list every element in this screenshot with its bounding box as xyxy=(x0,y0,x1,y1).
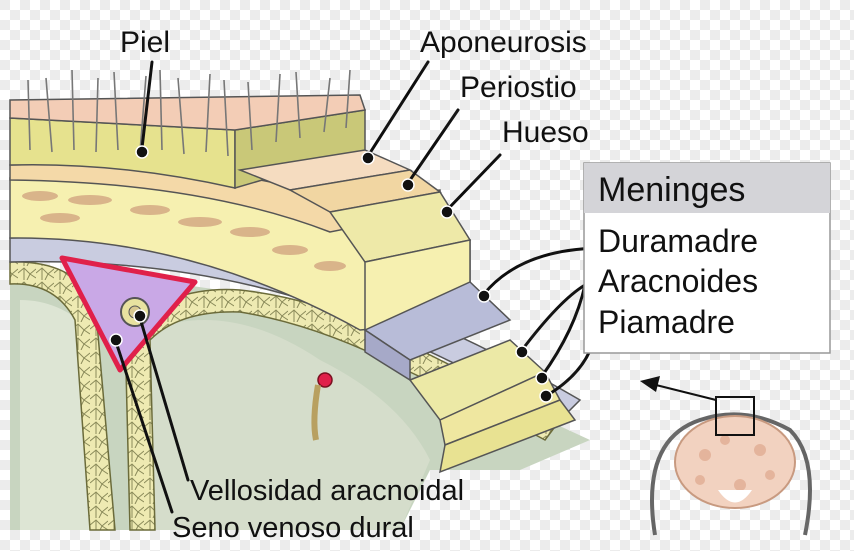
pointer-lines xyxy=(109,60,600,514)
label-dural-venous-sinus: Seno venoso dural xyxy=(172,512,414,544)
meninges-item-arachnoid: Aracnoides xyxy=(598,263,758,299)
label-aponeurosis: Aponeurosis xyxy=(420,26,587,59)
meninges-item-dura: Duramadre xyxy=(598,223,758,259)
label-arachnoid-villus: Vellosidad aracnoidal xyxy=(190,475,464,507)
meninges-title: Meninges xyxy=(598,171,745,209)
pia-block-2 xyxy=(439,399,577,474)
meninges-item-pia: Piamadre xyxy=(598,304,735,340)
meninges-box-header xyxy=(584,163,830,213)
arachnoid-meshwork-left xyxy=(9,261,116,531)
label-skin: Piel xyxy=(120,26,170,59)
label-bone: Hueso xyxy=(502,116,589,149)
vessel xyxy=(317,372,333,388)
hair-strands xyxy=(27,69,351,157)
skin-tissue-layer xyxy=(9,117,236,189)
zoom-frame xyxy=(715,396,755,436)
brain-section-inset xyxy=(640,376,812,536)
meninges-box: Meninges Duramadre Aracnoides Piamadre xyxy=(583,162,831,354)
label-periosteum: Periostio xyxy=(460,71,577,104)
brain-tissue-light-2 xyxy=(150,320,430,530)
skin-top xyxy=(9,94,366,131)
